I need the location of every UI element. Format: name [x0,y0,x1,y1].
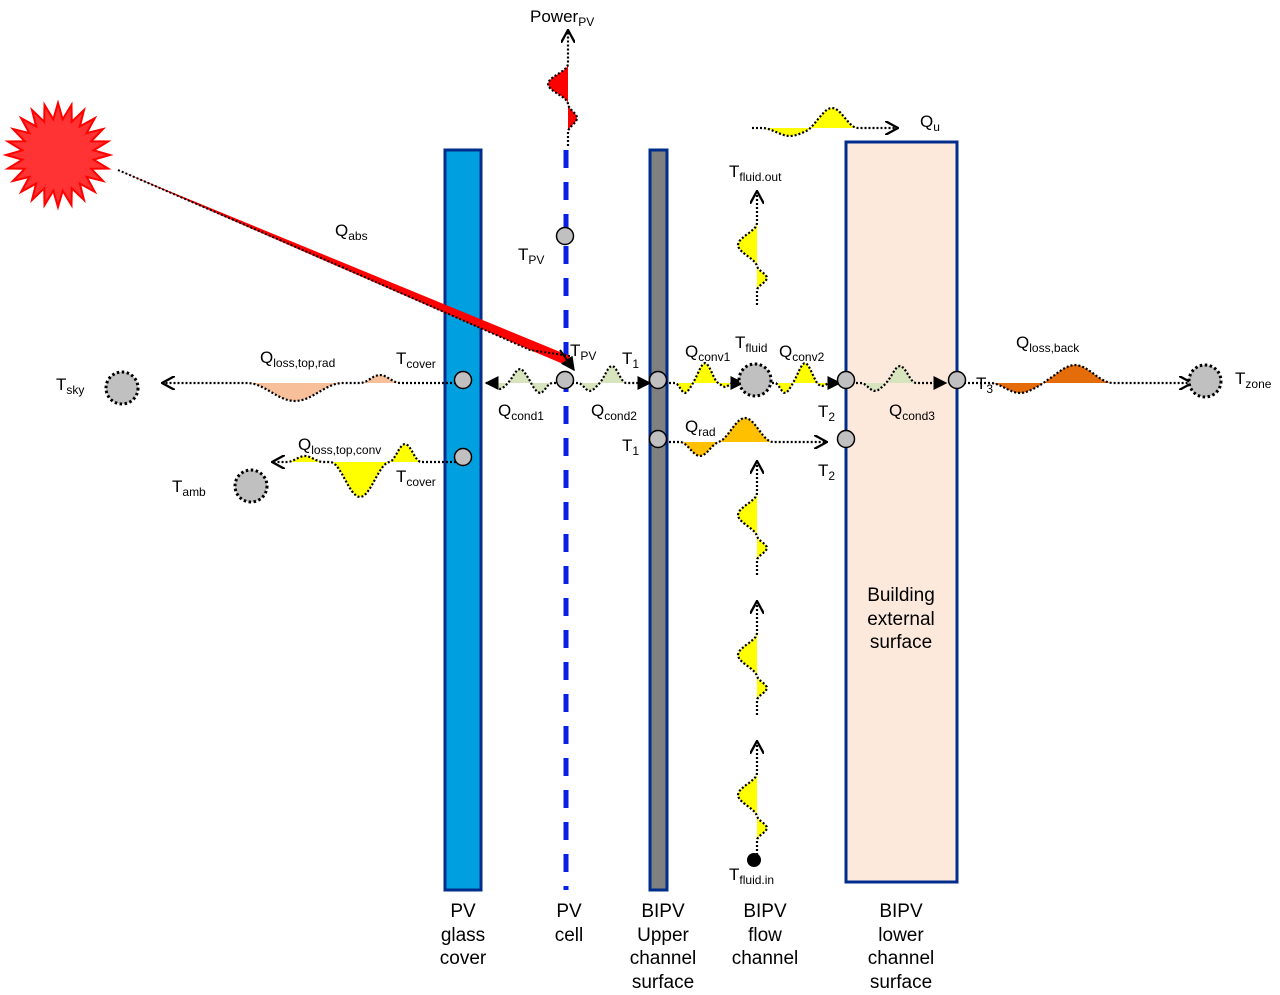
label-q-loss-top-rad: Qloss,top,rad [260,348,336,370]
fluid-flow-4-fill [738,740,767,855]
label-t3: T3 [976,374,994,396]
q-loss-top-conv-flow-fill [272,444,460,497]
label-t2-top: T2 [818,402,836,424]
caption-lower-channel-surface: BIPV lower channel surface [867,901,935,993]
fluid-flow-top [736,191,768,305]
q-abs-arrow [559,349,575,372]
label-t-pv-top: TPV [570,341,597,363]
q-loss-back-flow [960,363,1192,395]
q-conv1-flow [665,361,745,395]
q-conv2-flow-fill [768,363,840,393]
fluid-flow-2-fill [738,460,767,575]
q-loss-top-rad-flow [162,373,460,403]
pv-glass-cover [443,148,483,892]
label-q-u: Qu [920,112,940,134]
q-loss-back-flow-fill [960,365,1192,393]
node-t-amb [233,468,269,504]
node-t-cover-2 [453,447,473,467]
label-q-abs: Qabs [335,221,368,243]
fluid-flow-top-fill [738,190,767,305]
upper-channel-surface [648,148,669,892]
fluid-flow-4 [736,741,768,855]
sun-icon [2,99,114,211]
label-q-conv2: Qconv2 [779,342,825,364]
q-cond2-flow [572,364,652,393]
fluid-flow-3 [736,601,768,715]
building-external-surface-label: Building external surface [867,585,935,653]
label-t2-bot: T2 [818,461,836,483]
q-cond3-flow [848,364,948,392]
q-loss-top-conv-flow [272,443,460,499]
caption-pv-glass-cover: PV glass cover [439,901,487,969]
label-q-loss-back: Qloss,back [1016,333,1080,355]
caption-flow-channel: BIPV flow channel [731,901,799,969]
node-t-zone [1187,363,1223,399]
label-t-zone: Tzone [1235,369,1272,391]
caption-upper-channel-surface: BIPV Upper channel surface [629,901,697,993]
q-cond1-flow [484,367,560,395]
q-conv2-flow [768,362,842,394]
label-t-sky: Tsky [56,375,85,397]
q-cond3-flow-fill [848,366,946,391]
fluid-flow-3-fill [738,600,767,715]
power-pv-flow [546,30,579,146]
label-t1-top: T1 [622,349,640,371]
label-q-cond3: Qcond3 [889,401,935,423]
label-t-fluid-in: Tfluid.in [729,865,775,887]
label-t-pv-mid: TPV [518,245,545,267]
power-pv-flow-fill [548,30,577,146]
label-q-cond1: Qcond1 [498,401,544,423]
label-q-rad: Qrad [685,417,716,439]
label-t-cover-2: Tcover [396,467,436,489]
q-conv1-flow-fill [665,363,744,393]
caption-pv-cell: PV cell [554,901,584,946]
lower-channel-surface [844,140,959,884]
node-t-fluid-in [747,853,761,867]
q-rad-flow-fill [665,418,828,456]
label-q-loss-top-conv: Qloss,top,conv [298,435,382,457]
node-t1-bot [648,429,668,449]
node-t2-top [836,370,856,390]
q-u-flow [752,106,898,138]
q-loss-top-rad-flow-fill [162,375,460,401]
q-abs-beam-outline [117,169,571,357]
label-t-amb: Tamb [172,477,206,499]
q-u-flow-fill [752,108,898,136]
label-power-pv: PowerPV [530,7,595,29]
label-q-conv1: Qconv1 [685,342,731,364]
node-t-sky [104,370,140,406]
fluid-flow-2 [736,461,768,575]
node-t-fluid [737,362,773,398]
node-t1-top [648,370,668,390]
node-t-pv [555,370,575,390]
q-cond2-flow-fill [572,366,650,391]
label-t-fluid-out: Tfluid.out [729,162,782,184]
label-t-fluid: Tfluid [735,333,768,355]
label-q-cond2: Qcond2 [591,401,637,423]
label-t1-bot: T1 [622,436,640,458]
q-cond1-flow-fill [486,369,560,393]
node-t2-bot [836,429,856,449]
q-rad-flow [665,416,827,457]
node-t3 [947,370,967,390]
node-t-cover-1 [453,370,473,390]
node-t-pv-mid [555,226,575,246]
label-t-cover-1: Tcover [396,349,436,371]
